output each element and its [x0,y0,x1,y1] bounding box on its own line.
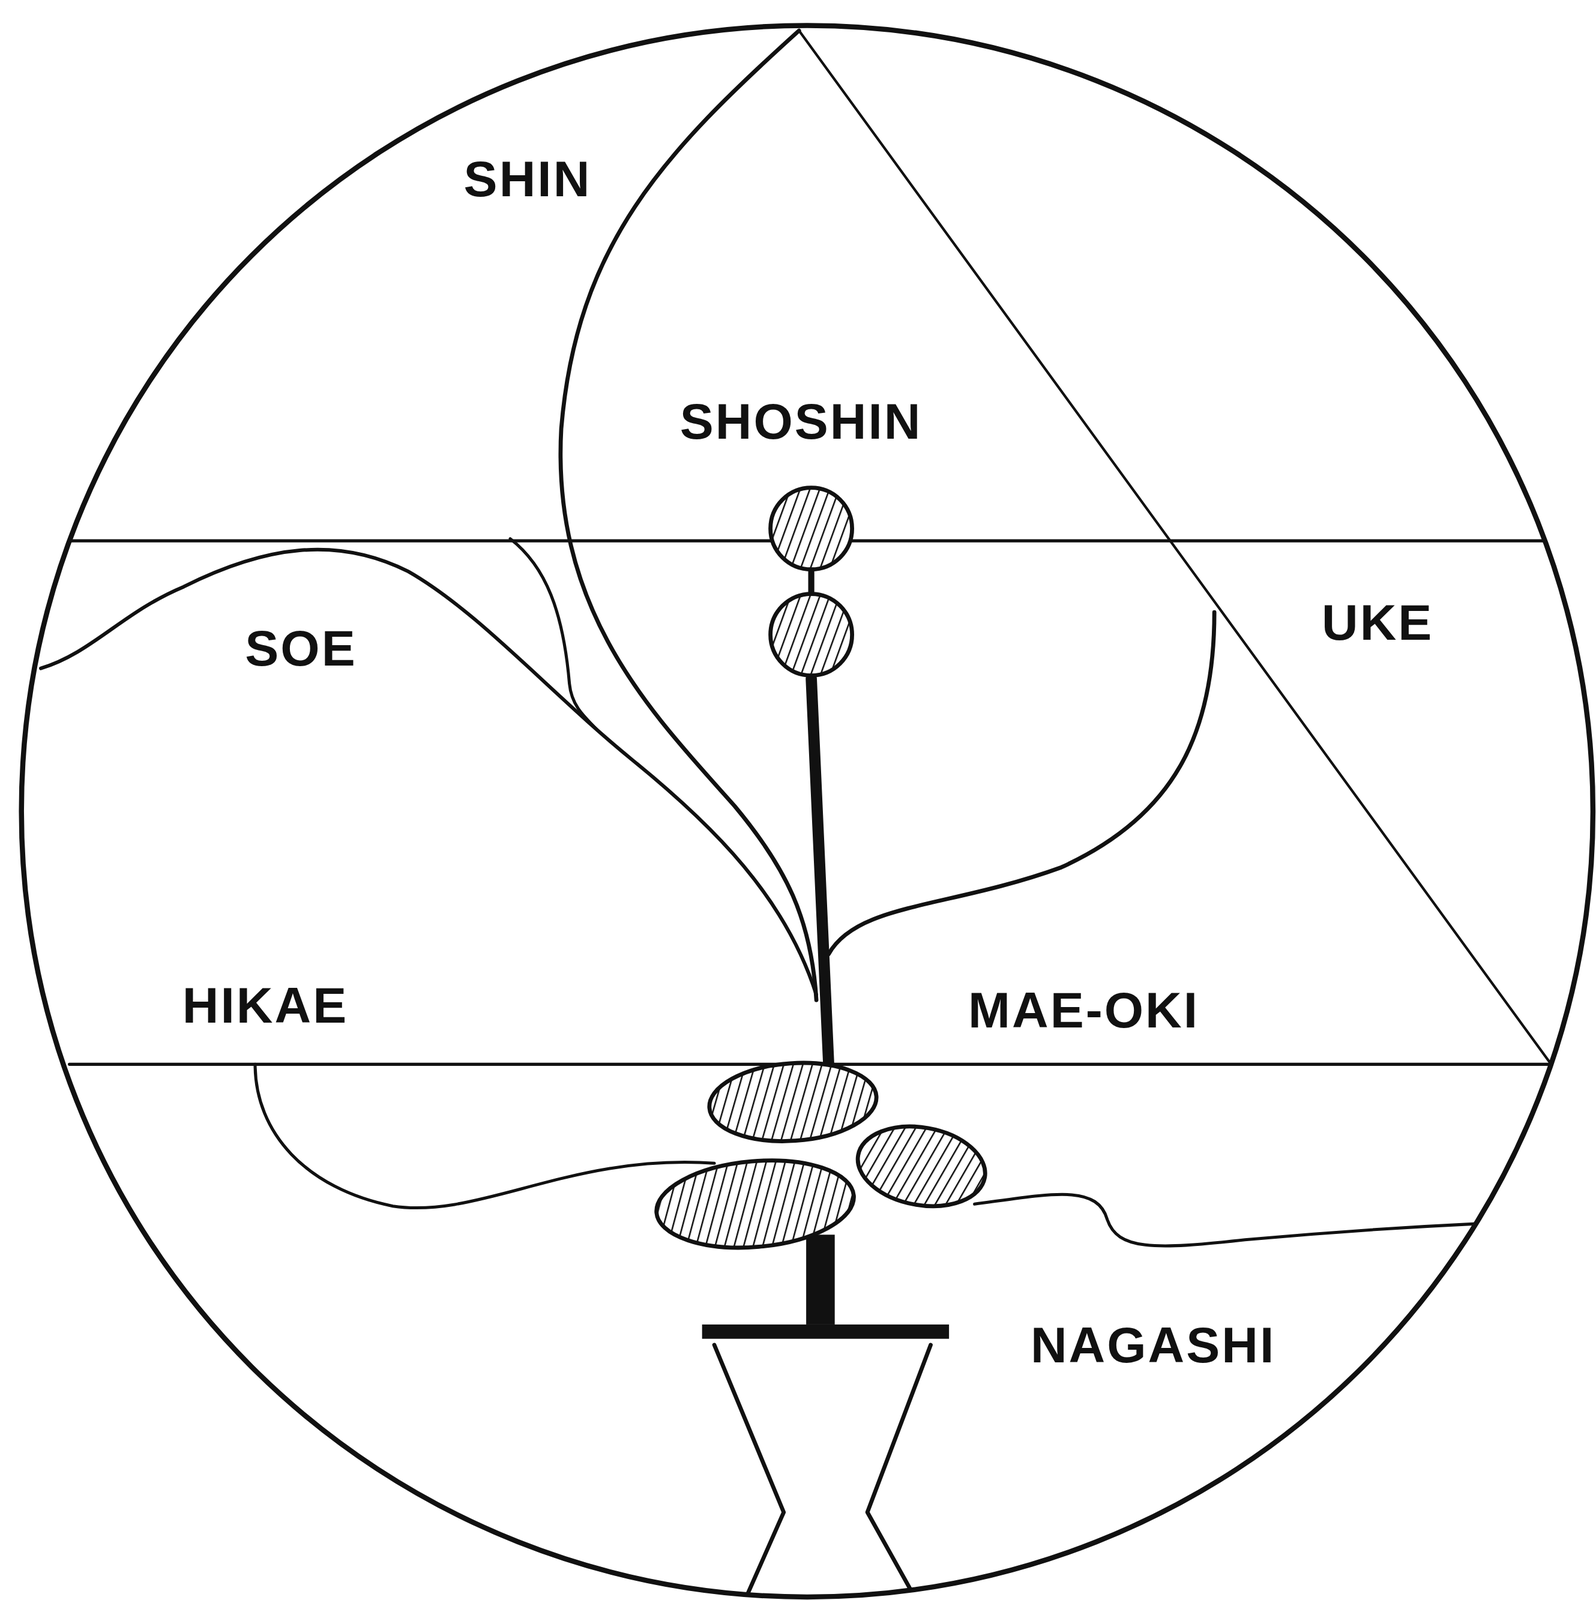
bud [770,487,853,570]
region-label: NAGASHI [1030,1315,1276,1374]
region-label: SHOSHIN [680,392,923,451]
region-label: SOE [244,618,357,678]
bud [770,594,853,676]
shoshin-curve [828,612,1215,955]
leaf [706,1057,879,1147]
region-label: UKE [1321,593,1434,652]
leaf [851,1117,992,1216]
frame-circle [21,25,1593,1598]
nagashi-curve [255,1064,1592,1247]
region-label: HIKAE [182,975,349,1035]
region-label: SHIN [463,149,592,208]
vase-rim [702,1324,949,1340]
region-label: MAE-OKI [968,981,1200,1040]
vase [714,1345,931,1600]
soe-branch [510,539,598,730]
soe-curve [40,549,817,996]
leaf [653,1153,858,1256]
stem [806,1234,835,1325]
triangle-line [798,30,1551,1065]
stem [811,678,829,1064]
